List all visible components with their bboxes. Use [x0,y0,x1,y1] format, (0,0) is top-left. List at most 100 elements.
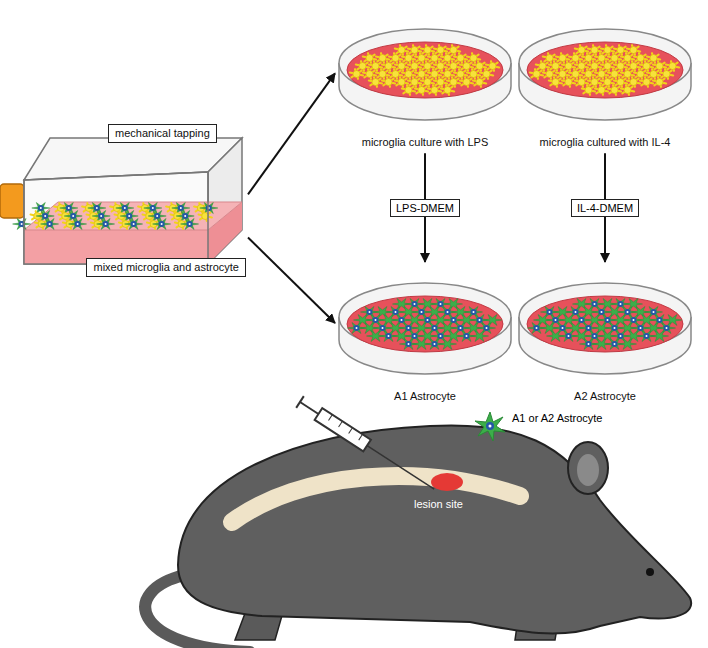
astrocyte-nucleus [98,213,104,219]
microglia-cell [199,211,212,221]
microglia-soma [450,79,457,86]
astrocyte-nucleolus [627,311,629,313]
petri-dish: A2 Astrocyte [515,262,695,407]
microglia-soma [476,63,483,70]
astrocyte-body [651,331,669,342]
microglia-soma [604,63,611,70]
astrocyte-nucleolus [369,311,371,313]
microglia-soma [617,79,624,86]
microglia-soma [578,63,585,70]
microglia-soma [546,55,553,62]
dish-rim [519,283,691,351]
dish-caption: microglia culture with LPS [335,136,515,149]
microglia-soma [578,47,585,54]
astrocyte-nucleolus [440,303,442,305]
astrocyte-body [120,211,138,222]
microglia-soma [585,71,592,78]
microglia-cell [549,77,562,87]
astrocyte-body [88,203,106,214]
astrocyte-body [13,219,31,230]
astrocyte-nucleolus [434,343,436,345]
astrocyte-nucleolus [588,327,590,329]
astrocyte-nucleolus [96,207,98,209]
astrocyte-nucleus [586,341,592,347]
astrocyte-nucleolus [453,319,455,321]
mouse-eye [646,568,654,576]
astrocyte-cell [619,339,637,350]
astrocyte-cell [148,211,166,222]
microglia-soma [630,79,637,86]
microglia-cell [653,77,666,87]
astrocyte-cell [64,211,82,222]
astrocyte-cell [13,219,31,230]
astrocyte-nucleolus [152,207,154,209]
astrocyte-cell [41,219,59,230]
flask-cap [0,184,24,218]
microglia-soma [624,87,631,94]
astrocyte-body [176,211,194,222]
astrocyte-body [148,211,166,222]
dish-caption: microglia cultured with IL-4 [515,136,695,149]
microglia-soma [418,55,425,62]
astrocyte-nucleolus [184,215,186,217]
astrocyte-nucleolus [375,319,377,321]
lesion-label: lesion site [414,498,463,510]
astrocyte-nucleolus [653,311,655,313]
syringe [296,396,438,495]
astrocyte-nucleus [159,221,165,227]
mouse-ear-inner [577,454,599,486]
astrocyte-nucleus [103,221,109,227]
astrocyte-cell [120,211,138,222]
microglia-soma [398,47,405,54]
microglia-soma [656,79,663,86]
microglia-soma [366,55,373,62]
microglia-soma [411,79,418,86]
microglia-cell [428,85,441,95]
dish-rim [519,29,691,97]
cell-layer [348,299,502,350]
astrocyte-cell [144,203,162,214]
astrocyte-body [664,315,682,326]
culture-flask: mechanical tappingmixed microglia and as… [0,118,248,284]
cell-label: A1 or A2 Astrocyte [512,412,603,424]
microglia-cell [640,77,653,87]
astrocyte-cell [125,219,143,230]
astrocyte-nucleolus [575,311,577,313]
culture-medium [527,296,683,352]
microglia-soma [598,87,605,94]
microglia-soma [650,71,657,78]
microglia-soma [372,79,379,86]
astrocyte-body [200,203,218,214]
microglia-soma [405,55,412,62]
astrocyte-nucleolus [382,327,384,329]
astrocyte-body [69,219,87,230]
medium-label: LPS-DMEM [390,199,460,217]
cell-layer [530,45,679,95]
astrocyte-nucleolus [49,223,51,225]
flask-front-outline [24,172,208,264]
astrocyte-cell [664,315,682,326]
astrocyte-nucleus [70,213,76,219]
astrocyte-nucleolus [124,207,126,209]
astrocyte-nucleolus [427,319,429,321]
microglia-soma [437,63,444,70]
microglia-soma [366,71,373,78]
astrocyte-nucleus [154,213,160,219]
astrocyte-nucleolus [105,223,107,225]
microglia-soma [444,55,451,62]
astrocyte-nucleolus [562,327,564,329]
flow-arrow [248,238,335,323]
microglia-soma [552,63,559,70]
lesion [431,473,463,491]
microglia-cell [415,85,428,95]
microglia-soma [424,79,431,86]
microglia-soma [604,47,611,54]
astrocyte-nucleolus [594,303,596,305]
microglia-cell [595,85,608,95]
astrocyte-cell [658,323,676,334]
microglia-soma [437,47,444,54]
microglia-soma [624,55,631,62]
astrocyte-nucleus [126,213,132,219]
astrocyte-nucleolus [421,311,423,313]
astrocyte-nucleolus [614,327,616,329]
